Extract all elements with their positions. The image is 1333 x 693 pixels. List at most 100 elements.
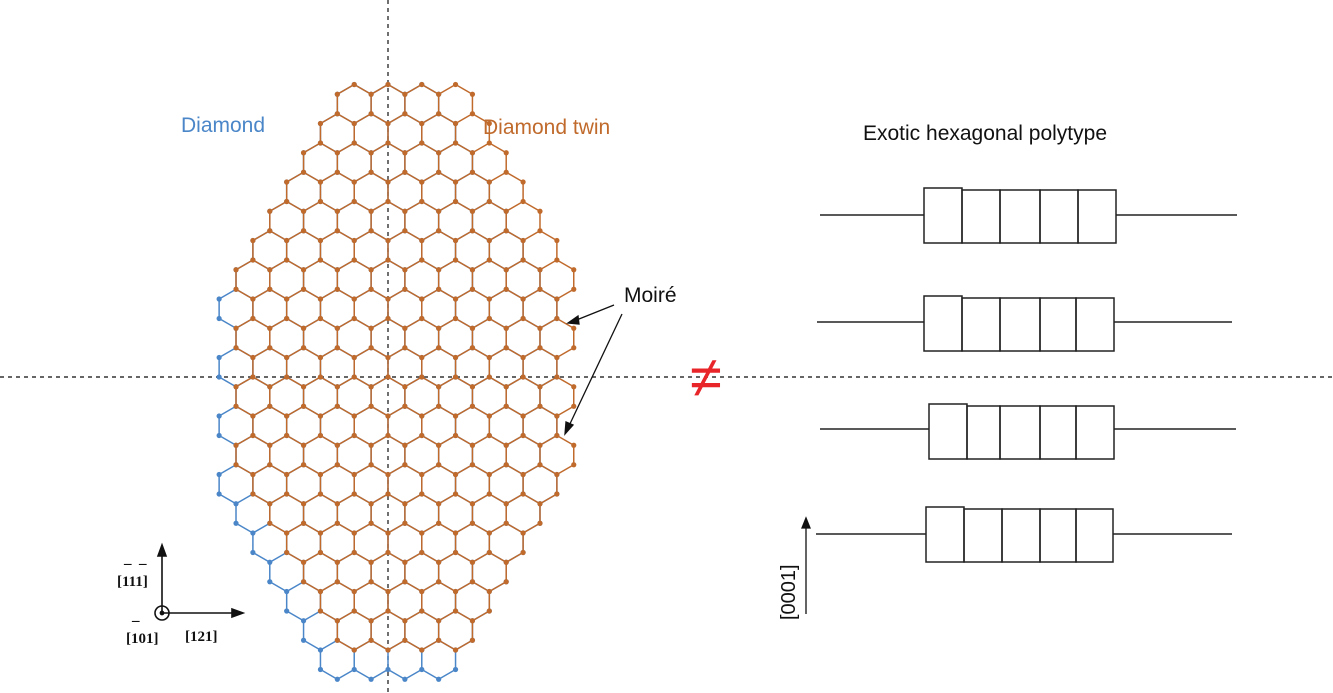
lattice-atom bbox=[317, 237, 324, 244]
lattice-atom bbox=[250, 374, 256, 380]
lattice-atom bbox=[250, 296, 256, 302]
lattice-atom bbox=[402, 169, 408, 175]
lattice-bond bbox=[404, 493, 423, 505]
lattice-bond bbox=[235, 493, 254, 505]
lattice-atom bbox=[385, 530, 391, 536]
lattice-bond bbox=[370, 83, 389, 95]
lattice-bond bbox=[370, 464, 389, 476]
lattice-atom bbox=[503, 228, 509, 234]
lattice-bond bbox=[286, 259, 304, 271]
lattice-bond bbox=[472, 230, 490, 242]
lattice-bond bbox=[353, 113, 372, 125]
polytype-row-4 bbox=[816, 506, 1232, 563]
lattice-atom bbox=[250, 471, 256, 478]
lattice-atom bbox=[436, 91, 442, 97]
lattice-bond bbox=[556, 376, 575, 388]
lattice-atom bbox=[317, 608, 324, 614]
lattice-atom bbox=[520, 257, 526, 263]
lattice-bond bbox=[370, 113, 389, 125]
lattice-bond bbox=[286, 317, 304, 329]
lattice-atom bbox=[537, 442, 543, 448]
polytype-cell bbox=[961, 297, 1001, 352]
lattice-atom bbox=[486, 471, 492, 478]
lattice-bond bbox=[235, 522, 254, 534]
lattice-bond bbox=[404, 288, 423, 300]
lattice-atom bbox=[436, 462, 442, 468]
lattice-atom bbox=[250, 237, 256, 244]
lattice-bond bbox=[303, 581, 321, 593]
lattice-bond bbox=[320, 142, 338, 154]
lattice-atom bbox=[300, 559, 307, 565]
lattice-atom bbox=[385, 647, 391, 653]
polytype-cell bbox=[1001, 508, 1041, 563]
lattice-atom bbox=[334, 637, 340, 643]
lattice-bond bbox=[539, 230, 558, 242]
lattice-bond bbox=[455, 434, 473, 446]
lattice-bond bbox=[286, 551, 304, 563]
lattice-bond bbox=[370, 493, 389, 505]
lattice-bond bbox=[269, 434, 288, 446]
lattice-atom bbox=[385, 81, 391, 88]
lattice-atom bbox=[385, 374, 391, 380]
lattice-bond bbox=[522, 259, 541, 271]
lattice-atom bbox=[351, 666, 357, 673]
lattice-atom bbox=[300, 208, 307, 214]
lattice-bond bbox=[336, 288, 355, 300]
lattice-bond bbox=[269, 581, 288, 593]
lattice-atom bbox=[520, 530, 526, 536]
lattice-bond bbox=[336, 259, 355, 271]
lattice-atom bbox=[486, 549, 492, 556]
lattice-bond bbox=[505, 259, 524, 271]
lattice-atom bbox=[419, 296, 425, 302]
lattice-atom bbox=[351, 140, 357, 146]
lattice-atom bbox=[334, 579, 340, 585]
lattice-bond bbox=[320, 522, 338, 534]
lattice-atom bbox=[368, 325, 374, 331]
lattice-atom bbox=[503, 579, 509, 585]
lattice-atom bbox=[267, 579, 273, 585]
lattice-atom bbox=[284, 315, 290, 322]
lattice-atom bbox=[351, 588, 357, 595]
lattice-atom bbox=[368, 618, 374, 624]
lattice-atom bbox=[503, 384, 509, 390]
lattice-atom bbox=[385, 315, 391, 322]
diamond-label: Diamond bbox=[181, 114, 265, 137]
lattice-bond bbox=[539, 317, 558, 329]
lattice-atom bbox=[368, 208, 374, 214]
lattice-bond bbox=[303, 405, 321, 417]
lattice-bond bbox=[488, 317, 507, 329]
lattice-bond bbox=[488, 464, 507, 476]
lattice-atom bbox=[368, 442, 374, 448]
lattice-bond bbox=[404, 639, 423, 651]
lattice-atom bbox=[334, 150, 340, 156]
lattice-bond bbox=[488, 581, 507, 593]
lattice-bond bbox=[404, 522, 423, 534]
lattice-bond bbox=[320, 551, 338, 563]
lattice-bond bbox=[336, 142, 355, 154]
lattice-atom bbox=[385, 296, 391, 302]
lattice-bond bbox=[320, 405, 338, 417]
lattice-atom bbox=[419, 354, 425, 361]
lattice-bond bbox=[252, 376, 271, 388]
axis-0001-label: [0001] bbox=[778, 564, 800, 620]
lattice-bond bbox=[353, 551, 372, 563]
lattice-bond bbox=[421, 639, 440, 651]
lattice-atom bbox=[284, 491, 290, 497]
lattice-bond bbox=[522, 347, 541, 359]
lattice-bond bbox=[370, 259, 389, 271]
lattice-bond bbox=[556, 259, 575, 271]
lattice-atom bbox=[537, 403, 543, 409]
lattice-bond bbox=[522, 405, 541, 417]
lattice-bond bbox=[387, 376, 406, 388]
lattice-atom bbox=[452, 120, 459, 127]
lattice-bond bbox=[336, 347, 355, 359]
lattice-atom bbox=[503, 403, 509, 409]
lattice-bond bbox=[252, 464, 271, 476]
lattice-bond bbox=[438, 171, 456, 183]
lattice-bond bbox=[421, 668, 440, 680]
lattice-atom bbox=[469, 267, 476, 273]
lattice-atom bbox=[469, 111, 476, 117]
lattice-atom bbox=[486, 315, 492, 322]
lattice-atom bbox=[317, 257, 324, 263]
lattice-bond bbox=[387, 668, 406, 680]
